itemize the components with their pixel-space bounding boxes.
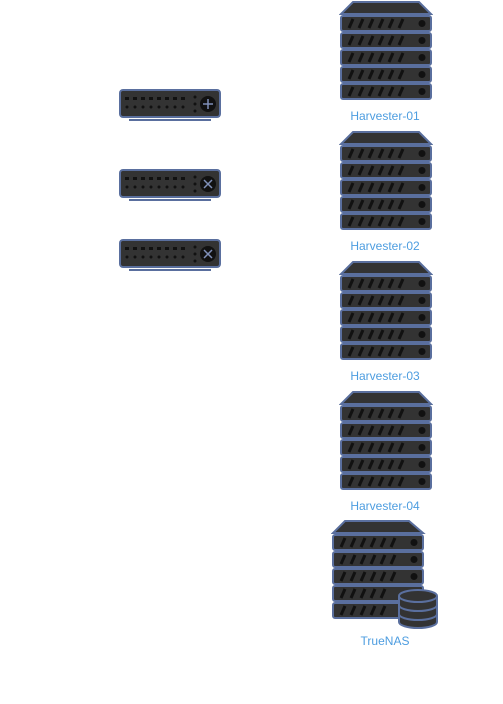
server-node-harvester-02: Harvester-02	[315, 130, 455, 255]
server-label: Harvester-02	[350, 239, 420, 253]
rack-server-icon	[339, 131, 433, 230]
database-icon	[398, 589, 438, 629]
switch-icon	[119, 169, 221, 201]
server-node-harvester-01: Harvester-01	[315, 0, 455, 125]
server-label: Harvester-04	[350, 499, 420, 513]
storage-node-truenas: TrueNAS	[315, 520, 455, 655]
rack-server-icon	[339, 1, 433, 100]
server-label: Harvester-03	[350, 369, 420, 383]
server-node-harvester-03: Harvester-03	[315, 260, 455, 385]
storage-server-icon	[331, 520, 438, 629]
server-label: Harvester-01	[350, 109, 420, 123]
switch-device-2	[119, 238, 223, 279]
storage-label: TrueNAS	[360, 634, 410, 648]
router-device	[119, 88, 223, 129]
rack-server-icon	[339, 391, 433, 490]
rack-server-icon	[339, 261, 433, 360]
switch-device-1	[119, 168, 223, 209]
router-icon	[119, 89, 221, 121]
server-node-harvester-04: Harvester-04	[315, 390, 455, 515]
switch-icon	[119, 239, 221, 271]
